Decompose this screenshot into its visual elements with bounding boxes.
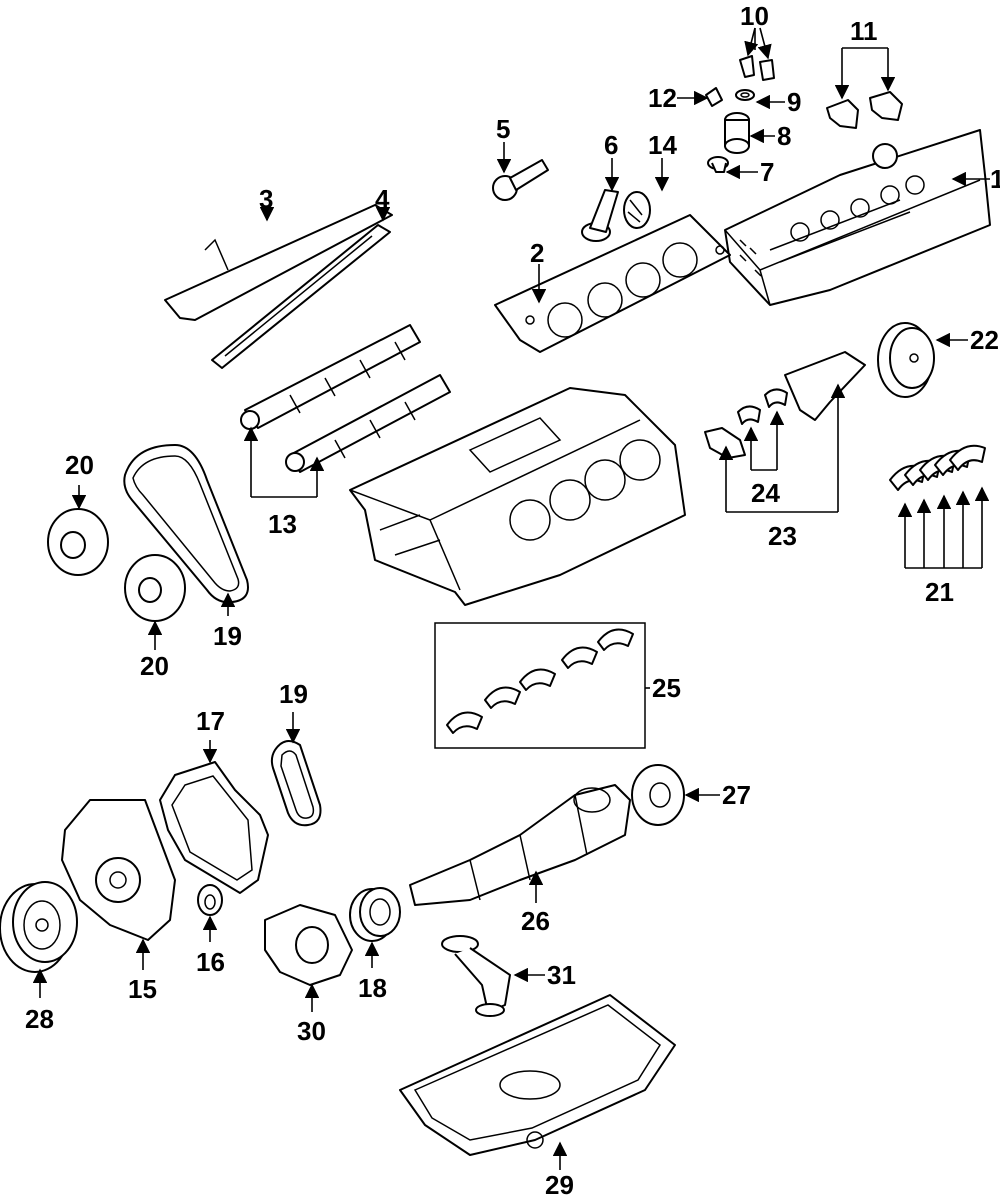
bearing-set-part-21 bbox=[889, 444, 986, 491]
engine-block-part bbox=[349, 387, 686, 606]
leader-lines bbox=[32, 27, 990, 1170]
callout-8: 8 bbox=[777, 121, 791, 151]
callout-11: 11 bbox=[850, 16, 878, 46]
callout-13: 13 bbox=[268, 509, 297, 539]
bolt-part-6 bbox=[581, 189, 619, 242]
callout-5: 5 bbox=[496, 114, 510, 144]
callout-17: 17 bbox=[196, 706, 225, 736]
sprocket-part-20a bbox=[47, 508, 109, 576]
callout-2: 2 bbox=[530, 238, 544, 268]
crankshaft-part-26 bbox=[409, 784, 631, 906]
oil-pickup-part-31 bbox=[441, 935, 511, 1017]
callout-26: 26 bbox=[521, 906, 550, 936]
timing-chain-guide-part bbox=[164, 204, 393, 321]
crank-seal-part-27 bbox=[631, 764, 685, 826]
callout-1: 1 bbox=[990, 164, 1000, 194]
callout-20b: 20 bbox=[140, 651, 169, 681]
callout-numbers: 1 2 3 4 5 6 7 8 9 10 11 12 13 14 15 16 1… bbox=[25, 1, 1000, 1196]
callout-20a: 20 bbox=[65, 450, 94, 480]
timing-chain-part-19a bbox=[123, 444, 249, 604]
callout-4: 4 bbox=[375, 184, 390, 214]
callout-27: 27 bbox=[722, 780, 751, 810]
callout-28: 28 bbox=[25, 1004, 54, 1034]
callout-15: 15 bbox=[128, 974, 157, 1004]
callout-14: 14 bbox=[648, 130, 677, 160]
head-gasket-part bbox=[494, 214, 731, 353]
timing-chain-part-19b bbox=[270, 740, 322, 827]
callout-22: 22 bbox=[970, 325, 999, 355]
bearing-kit-part-25 bbox=[446, 628, 634, 734]
callout-21: 21 bbox=[925, 577, 954, 607]
callout-6: 6 bbox=[604, 130, 618, 160]
callout-29: 29 bbox=[545, 1170, 574, 1196]
valve-keeper-part-10 bbox=[739, 55, 775, 81]
bearing-kit-box bbox=[434, 622, 646, 749]
washer-part-9 bbox=[735, 89, 755, 101]
callout-16: 16 bbox=[196, 947, 225, 977]
oil-pan-part-29 bbox=[399, 994, 676, 1156]
cylinder-head-part bbox=[724, 129, 991, 306]
valve-seal-part-12 bbox=[705, 87, 723, 107]
pulley-part-28 bbox=[0, 881, 78, 973]
thrust-washer-part-24 bbox=[737, 388, 788, 425]
callout-12: 12 bbox=[648, 83, 677, 113]
callout-7: 7 bbox=[760, 157, 774, 187]
callout-3: 3 bbox=[259, 184, 273, 214]
callout-30: 30 bbox=[297, 1016, 326, 1046]
rear-seal-part-18 bbox=[349, 887, 401, 942]
front-cover-gasket-part-17 bbox=[159, 761, 269, 894]
sprocket-part-20b bbox=[124, 554, 186, 622]
oil-pump-part-30 bbox=[264, 904, 353, 986]
callout-31: 31 bbox=[547, 960, 576, 990]
callout-24: 24 bbox=[751, 478, 780, 508]
callout-18: 18 bbox=[358, 973, 387, 1003]
seal-part-16 bbox=[197, 884, 223, 916]
front-cover-part-15 bbox=[61, 799, 176, 941]
callout-19a: 19 bbox=[213, 621, 242, 651]
callout-23: 23 bbox=[768, 521, 797, 551]
gasket-part-4 bbox=[211, 224, 391, 369]
bolt-part-5 bbox=[492, 159, 549, 201]
callout-25: 25 bbox=[652, 673, 681, 703]
callout-9: 9 bbox=[787, 87, 801, 117]
camshaft-part bbox=[240, 324, 451, 473]
callout-19b: 19 bbox=[279, 679, 308, 709]
plug-part-14 bbox=[623, 191, 651, 229]
lifter-guide-part-7 bbox=[707, 156, 729, 173]
valve-lifter-part-8 bbox=[724, 112, 750, 154]
callout-10: 10 bbox=[740, 1, 769, 31]
rocker-arm-part-11 bbox=[826, 91, 903, 129]
bearing-cap-part-23 bbox=[704, 351, 866, 459]
balancer-part-22 bbox=[877, 322, 935, 398]
